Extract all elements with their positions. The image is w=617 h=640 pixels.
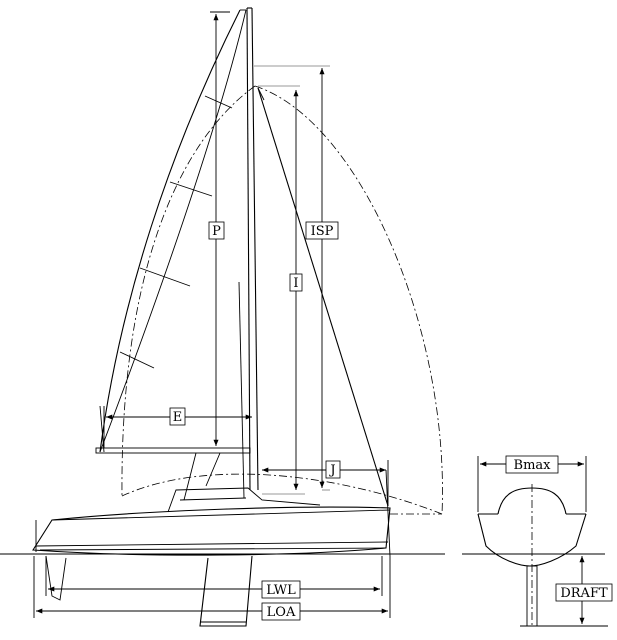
dimension-p: P	[208, 11, 230, 446]
dimension-draft: DRAFT	[540, 556, 613, 627]
label-isp: ISP	[311, 224, 334, 239]
dimension-j: J	[262, 460, 389, 506]
label-i: I	[293, 276, 298, 291]
label-lwl: LWL	[266, 583, 296, 598]
label-e: E	[173, 410, 183, 425]
dimension-loa: LOA	[33, 556, 391, 621]
midship-section	[477, 484, 587, 627]
dimension-isp: ISP	[254, 65, 339, 491]
label-draft: DRAFT	[560, 586, 608, 601]
dimension-e: E	[103, 406, 252, 448]
dimension-lwl: LWL	[45, 556, 383, 599]
hull-profile	[32, 469, 391, 627]
mainsail	[99, 9, 247, 453]
boom	[95, 447, 251, 501]
forestay	[257, 87, 389, 507]
label-bmax: Bmax	[514, 458, 552, 473]
dimension-bmax: Bmax	[477, 455, 587, 512]
label-p: P	[212, 224, 221, 239]
spinnaker	[121, 85, 443, 515]
label-loa: LOA	[267, 605, 296, 620]
label-j: J	[328, 463, 335, 478]
dimension-i: I	[258, 85, 305, 495]
mast	[238, 7, 259, 499]
